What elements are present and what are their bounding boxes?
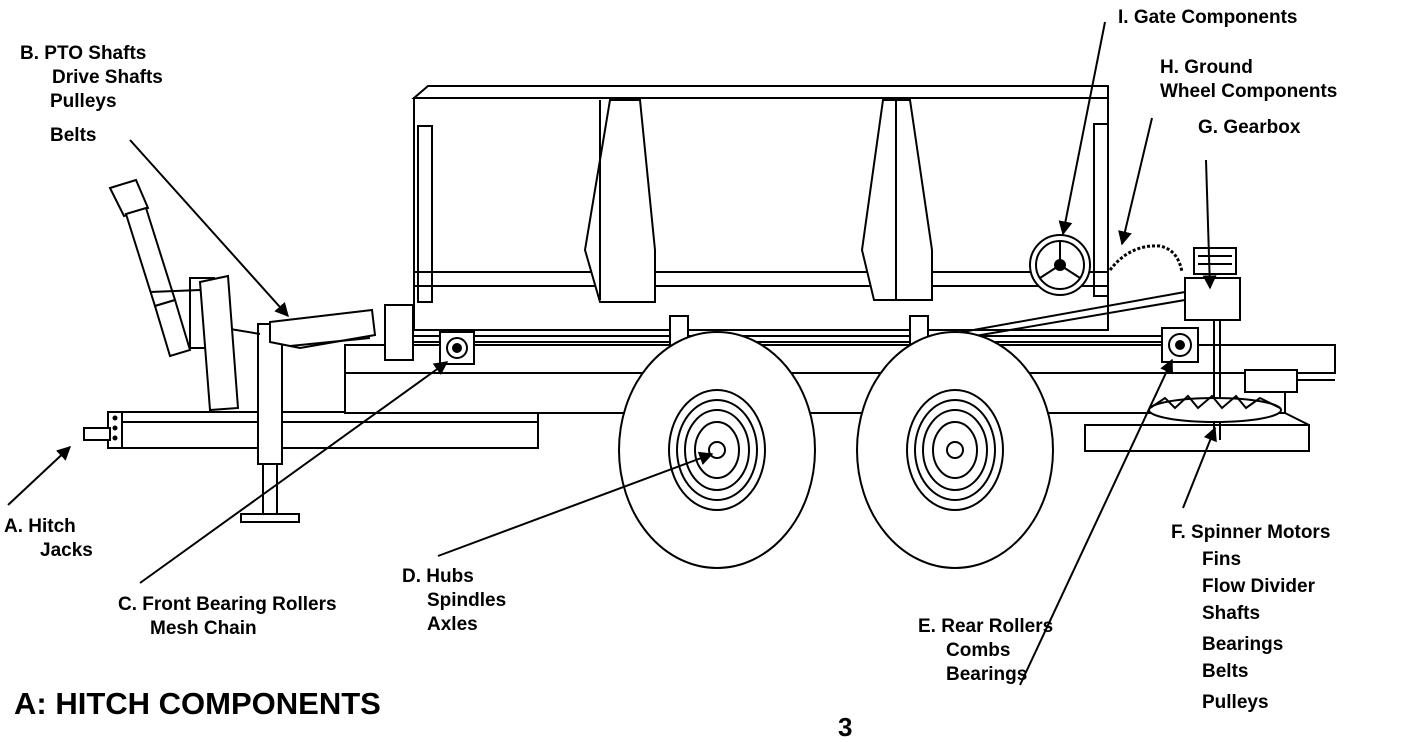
hopper <box>411 85 1109 331</box>
arrow-a <box>7 446 72 506</box>
label-a: A. Hitch Jacks <box>4 516 93 561</box>
arrow-e <box>1019 358 1174 686</box>
rear-bearing <box>1161 327 1199 363</box>
label-g: G. Gearbox <box>1198 117 1301 138</box>
label-h: H. Ground Wheel Components <box>1160 57 1338 102</box>
leader-arrows <box>7 21 1217 686</box>
label-b: B. PTO Shafts Drive Shafts Pulleys Belts <box>20 43 163 146</box>
section-title: A: HITCH COMPONENTS <box>14 686 381 721</box>
arrow-g <box>1202 159 1217 290</box>
arrow-d <box>437 451 714 557</box>
arrow-h <box>1118 117 1153 246</box>
label-c: C. Front Bearing Rollers Mesh Chain <box>118 594 337 639</box>
ground-wheel-sprocket <box>1108 244 1184 273</box>
spinner <box>1148 369 1335 423</box>
label-i: I. Gate Components <box>1118 7 1298 28</box>
arrow-c <box>139 361 449 584</box>
arrow-f <box>1182 426 1217 509</box>
front-bearing <box>439 331 475 365</box>
gate-wheel <box>1029 234 1091 296</box>
frame <box>83 344 1336 452</box>
belt-guard <box>269 304 414 361</box>
label-d: D. Hubs Spindles Axles <box>402 566 507 635</box>
pto-shaft <box>108 178 240 412</box>
arrow-b <box>129 139 289 318</box>
label-f: F. Spinner Motors Fins Flow Divider Shaf… <box>1171 522 1331 713</box>
label-e: E. Rear Rollers Combs Bearings <box>918 616 1054 685</box>
tire-front <box>618 331 816 569</box>
page-number: 3 <box>838 712 853 742</box>
tire-rear <box>856 331 1054 569</box>
arrow-i <box>1058 21 1106 236</box>
